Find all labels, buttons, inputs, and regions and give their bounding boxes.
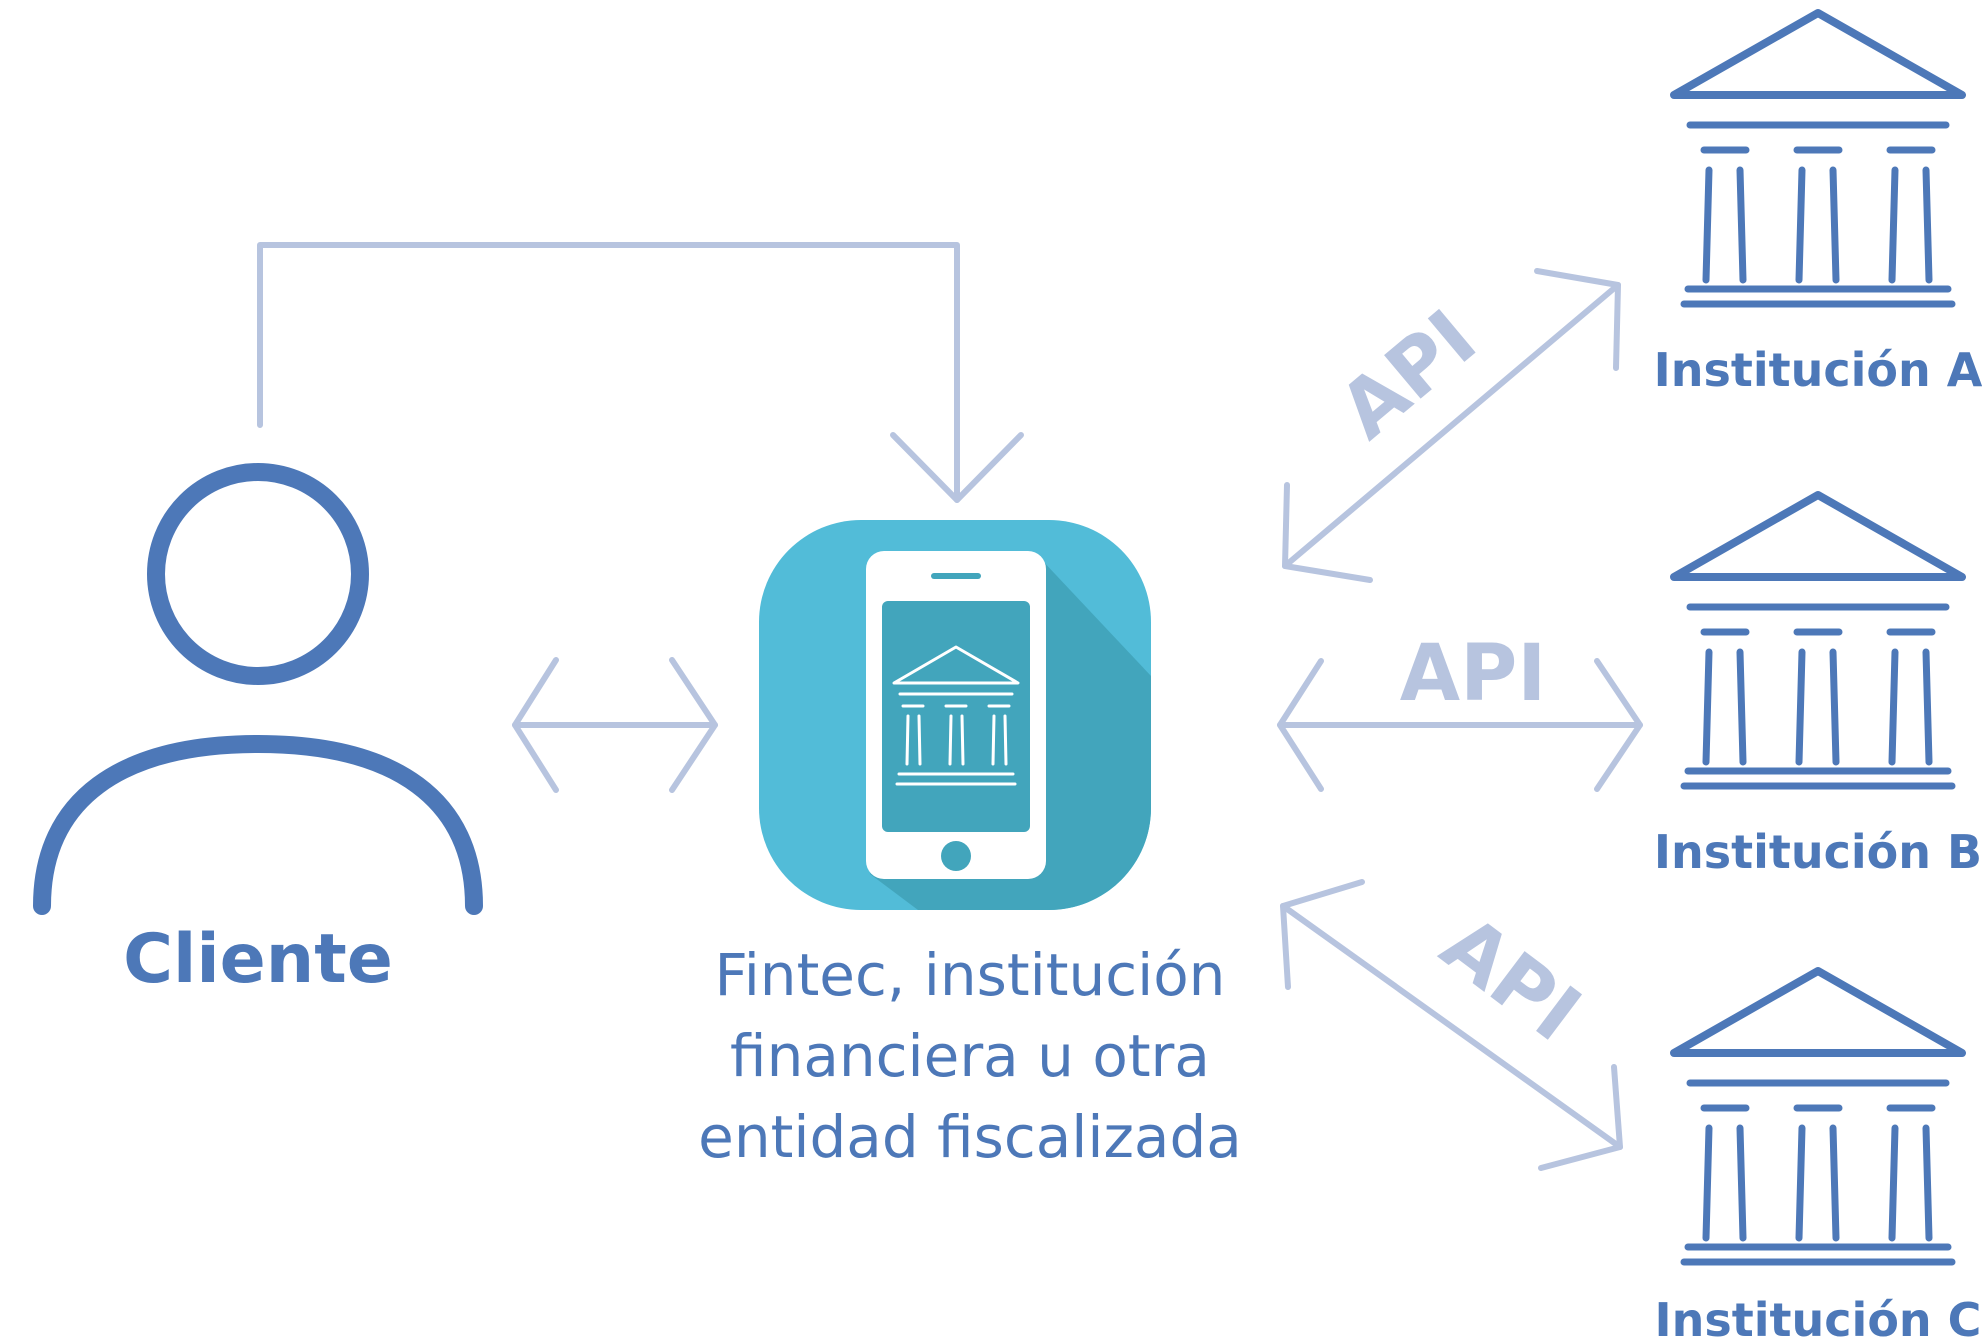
fintec-label-line-3: entidad fiscalizada (698, 1103, 1242, 1171)
institution-c-label: Institución C (1655, 1293, 1982, 1343)
api-label-b: API (1400, 629, 1547, 719)
screen-bank-icon (892, 645, 1020, 786)
person-icon (33, 463, 483, 915)
fintec-label-line-1: Fintec, institución (715, 941, 1226, 1009)
institution-b-label: Institución B (1654, 825, 1982, 879)
client-to-app-connector (257, 242, 1024, 503)
api-label-c: API (1425, 899, 1596, 1059)
api-connector-b: API (1277, 629, 1643, 792)
api-label-a: API (1323, 294, 1493, 457)
mobile-banking-app-icon (759, 520, 1151, 910)
api-connector-a: API (1282, 268, 1621, 583)
bank-building-icon (1670, 491, 1966, 790)
bank-building-icon (1670, 9, 1966, 308)
client-label: Cliente (123, 920, 393, 999)
api-connector-c: API (1280, 879, 1623, 1171)
bank-building-icon (1670, 967, 1966, 1266)
institution-a-label: Institución A (1654, 343, 1982, 397)
client-app-double-arrow (512, 657, 718, 793)
fintec-label-line-2: financiera u otra (730, 1022, 1210, 1090)
